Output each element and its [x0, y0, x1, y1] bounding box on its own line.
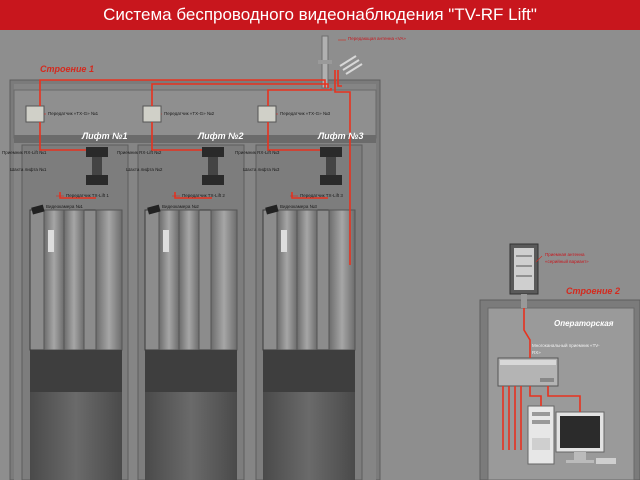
camera-3-label: Видеокамера №3: [280, 204, 317, 209]
multichannel-receiver: [497, 357, 559, 387]
monitor: [555, 411, 616, 464]
shaft-1-label: Шахта лифта №1: [10, 167, 47, 172]
lift-2-name: Лифт №2: [198, 131, 244, 141]
transmitter-3-label: Передатчик «TX-G» №3: [280, 111, 331, 116]
leader-lines: [44, 39, 543, 263]
transmitter-1-label: Передатчик «TX-G» №1: [48, 111, 99, 116]
rx-antenna: [509, 243, 539, 308]
rx-antenna-label: Приемная антенна «серийный вариант»: [545, 252, 589, 264]
tx-antenna-label: Передающая антенна «VA»: [348, 36, 406, 41]
transmitter-boxes: [25, 105, 277, 123]
control-panels: [48, 230, 287, 252]
cameras: [31, 204, 279, 215]
building-2-label: Строение 2: [566, 286, 620, 296]
pc-tower: [527, 405, 555, 465]
lift-1-name: Лифт №1: [82, 131, 128, 141]
page-title: Система беспроводного видеонаблюдения "T…: [103, 5, 537, 24]
shaft-3-label: Шахта лифта №3: [243, 167, 280, 172]
camera-2-label: Видеокамера №2: [162, 204, 199, 209]
cabin-tx-3-label: Передатчик TX-Lift 3: [300, 193, 343, 198]
receiver-units: [86, 147, 342, 185]
lift-3-name: Лифт №3: [318, 131, 364, 141]
lift-cabin-2: [144, 209, 238, 480]
lift-cabin-1: [29, 209, 123, 480]
receiver-2-label: Приемник RX-Lift №2: [117, 150, 162, 155]
operator-room-label: Операторская: [554, 319, 614, 328]
lift-cabin-3: [262, 209, 356, 480]
title-bar: Система беспроводного видеонаблюдения "T…: [0, 0, 640, 30]
receiver-3-label: Приемник RX-Lift №3: [235, 150, 280, 155]
cabin-tx-1-label: Передатчик TX-Lift 1: [66, 193, 109, 198]
tx-antenna-mast: [318, 35, 363, 89]
cables-building-2: [502, 308, 581, 450]
cabin-tx-2-label: Передатчик TX-Lift 2: [182, 193, 225, 198]
transmitter-2-label: Передатчик «TX-G» №2: [164, 111, 215, 116]
cables-building-1: [39, 70, 351, 265]
multichannel-receiver-label: Многоканальный приемник «TV-RX»: [532, 343, 600, 355]
shaft-2-label: Шахта лифта №2: [126, 167, 163, 172]
receiver-1-label: Приемник RX-Lift №1: [2, 150, 47, 155]
building-1-label: Строение 1: [40, 64, 94, 74]
camera-1-label: Видеокамера №1: [46, 204, 83, 209]
